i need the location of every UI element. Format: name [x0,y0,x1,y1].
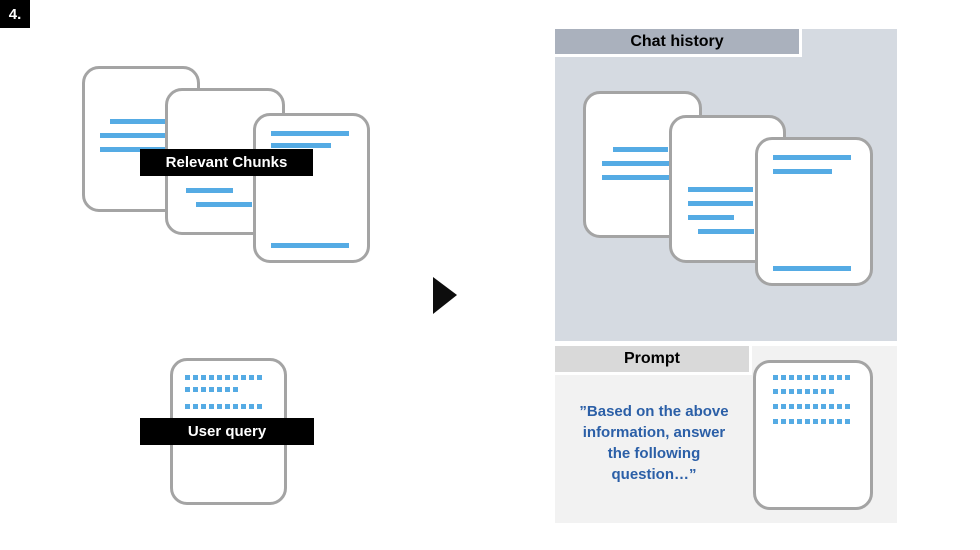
dotted-text-line [185,387,238,392]
text-line [688,187,753,192]
text-line [271,131,349,136]
document-card [755,137,873,286]
text-line [100,133,170,138]
arrow-right-icon [433,277,457,314]
relevant-chunks-label: Relevant Chunks [140,149,313,176]
dotted-text-line [773,389,834,394]
text-line [186,188,233,193]
user-query-label: User query [140,418,314,445]
text-line [100,147,170,152]
chat-history-header: Chat history [555,29,802,57]
text-line [602,175,669,180]
text-line [602,161,669,166]
prompt-quote-text: ”Based on the above information, answer … [579,403,729,483]
text-line [773,266,851,271]
dotted-text-line [185,375,265,380]
text-line [613,147,668,152]
text-line [688,201,753,206]
text-line [271,143,331,148]
text-line [773,155,851,160]
text-line [698,229,754,234]
step-number-badge: 4. [0,0,30,28]
text-line [773,169,832,174]
document-card [753,360,873,510]
document-card [253,113,370,263]
text-line [688,215,734,220]
dotted-text-line [773,375,853,380]
text-line [110,119,170,124]
dotted-text-line [773,419,851,424]
dotted-text-line [773,404,853,409]
prompt-header: Prompt [555,346,752,375]
text-line [271,243,349,248]
dotted-text-line [185,404,265,409]
text-line [196,202,252,207]
